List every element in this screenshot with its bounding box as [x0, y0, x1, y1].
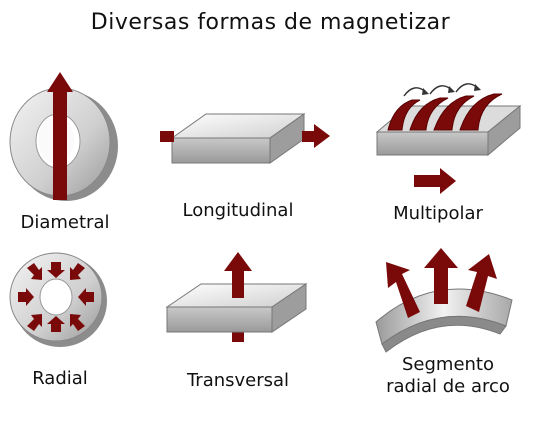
- label-longitudinal: Longitudinal: [182, 200, 294, 221]
- arc-arrows: [386, 248, 497, 318]
- transversal-arrow-top: [224, 252, 252, 298]
- radial-ring: [9, 252, 107, 347]
- longitudinal-block: [170, 113, 306, 164]
- longitudinal-arrow-right: [302, 124, 330, 148]
- label-transversal: Transversal: [186, 370, 290, 391]
- label-segmento: Segmento radial de arco: [378, 354, 518, 398]
- multipolar-block: [375, 83, 522, 157]
- diagram-title: Diversas formas de magnetizar: [90, 10, 451, 35]
- label-segmento-line2: radial de arco: [386, 376, 510, 397]
- label-diametral: Diametral: [20, 212, 110, 233]
- radial-arrows: [18, 262, 94, 332]
- diametral-arrow: [47, 72, 73, 200]
- longitudinal-arrow-left: [160, 131, 174, 142]
- label-multipolar: Multipolar: [393, 203, 483, 224]
- label-radial: Radial: [32, 368, 88, 389]
- multipolar-arrow: [414, 168, 456, 194]
- label-segmento-line1: Segmento: [401, 354, 494, 375]
- transversal-block: [165, 283, 308, 333]
